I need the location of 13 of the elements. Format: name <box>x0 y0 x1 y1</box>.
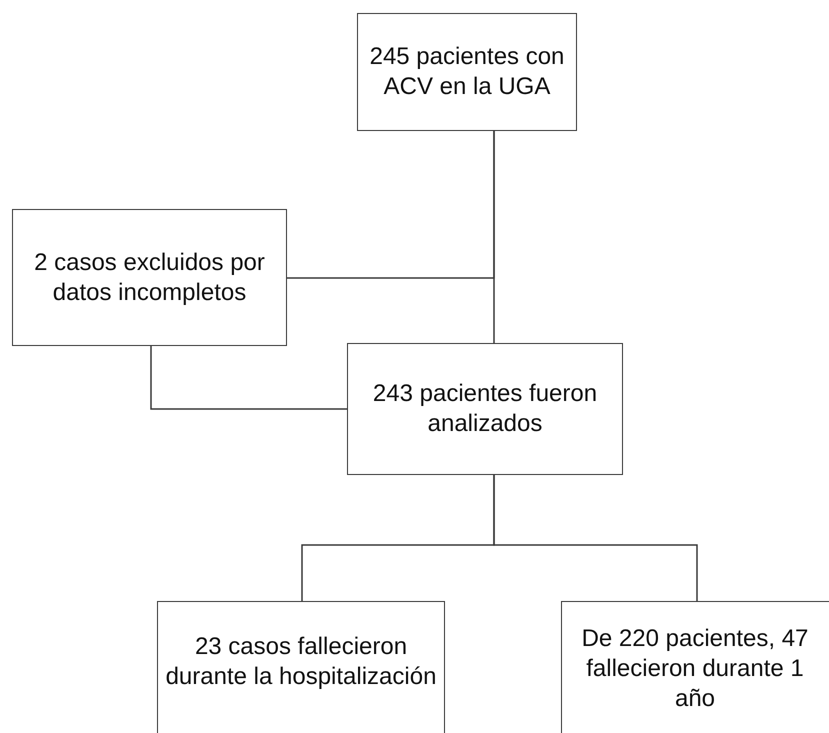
flow-box <box>561 601 829 733</box>
flow-box <box>347 343 623 475</box>
box-text: 2 casos excluidos por datos incompletos <box>33 248 266 308</box>
flow-box <box>157 601 445 733</box>
flow-box <box>357 13 577 131</box>
connector-line <box>287 131 495 279</box>
connector-line <box>493 475 698 601</box>
box-text: De 220 pacientes, 47 fallecieron durante 1 año <box>580 624 810 714</box>
flow-box <box>12 209 287 346</box>
box-text: 243 pacientes fueron analizados <box>372 379 598 439</box>
box-text: 245 pacientes con ACV en la UGA <box>368 42 566 102</box>
connector-line <box>150 346 347 410</box>
box-text: 23 casos fallecieron durante la hospitalización <box>164 632 438 692</box>
